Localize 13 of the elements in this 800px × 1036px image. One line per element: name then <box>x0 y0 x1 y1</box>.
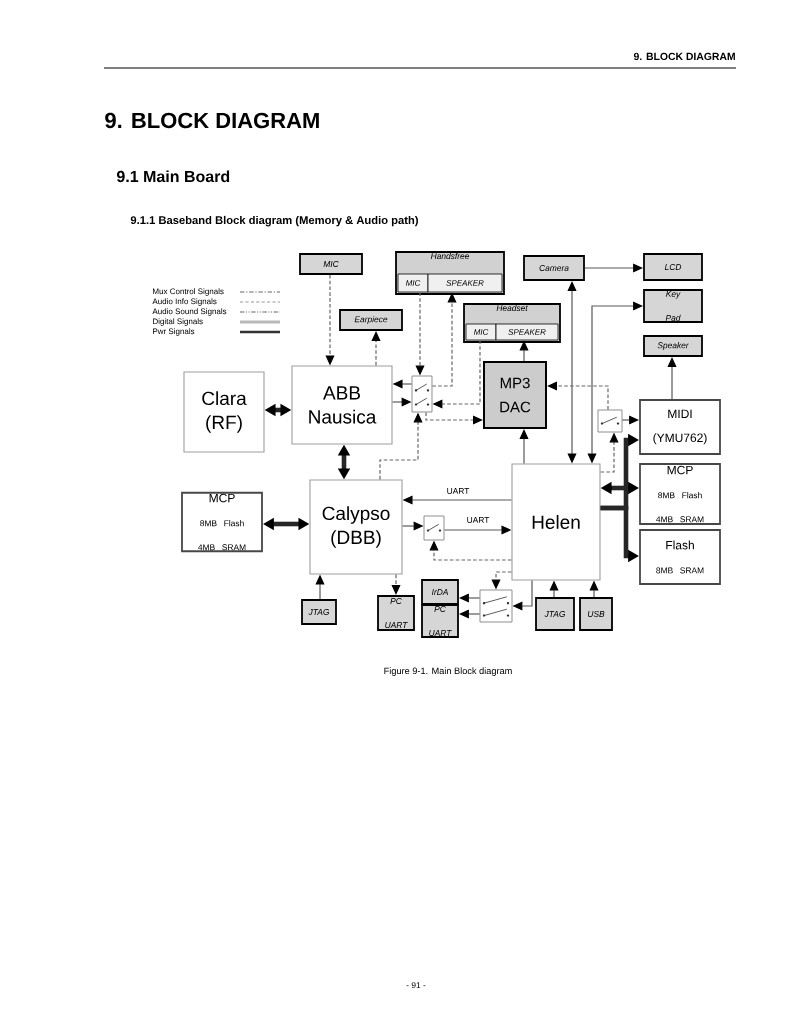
switch-symbol <box>423 515 445 541</box>
switch-symbol <box>479 589 513 623</box>
block-box: Clara (RF) <box>183 371 265 453</box>
arrow <box>519 429 529 465</box>
section-heading: 9.1 Main Board <box>116 170 230 183</box>
switch-symbol <box>411 375 433 413</box>
arrow <box>425 411 483 425</box>
block-box: Calypso (DBB) <box>309 479 403 575</box>
page-title: 9. BLOCK DIAGRAM <box>105 112 319 129</box>
switch-symbol <box>597 409 623 433</box>
block-box: Helen <box>511 463 601 581</box>
arrow <box>547 381 609 411</box>
block-box: ABB Nausica <box>291 365 393 445</box>
